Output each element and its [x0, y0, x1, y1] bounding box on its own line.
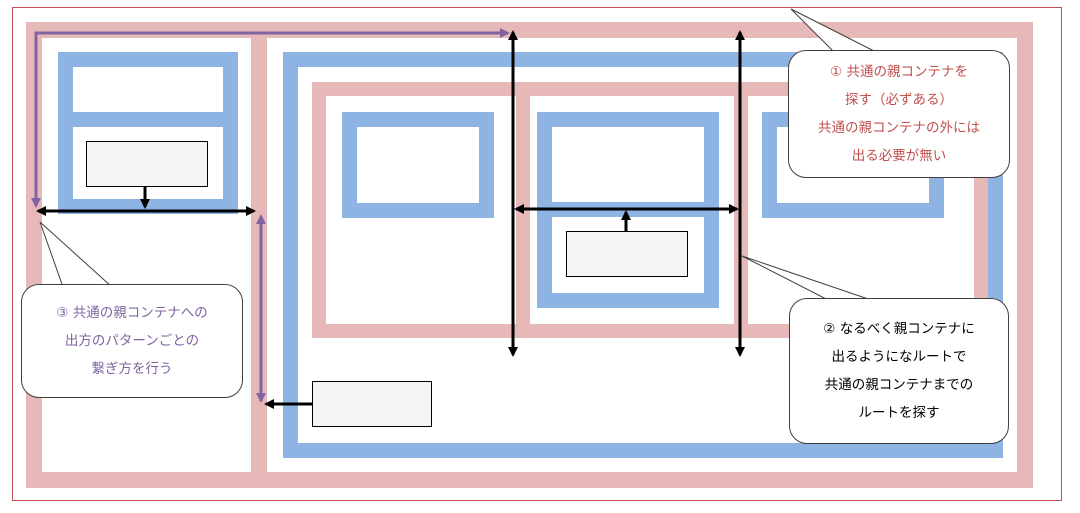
- callout-2-number: ②: [823, 321, 836, 337]
- callout-3-line-1: ③ 共通の親コンテナへの: [56, 305, 208, 321]
- callout-2-line-1: ② なるべく親コンテナに: [823, 321, 975, 337]
- callout-1: ① 共通の親コンテナを 探す（必ずある） 共通の親コンテナの外には 出る必要が無…: [788, 50, 1010, 178]
- callout-2-line-3: 共通の親コンテナまでの: [824, 377, 974, 393]
- callout-2-line-2: 出るようになルートで: [831, 349, 967, 365]
- callout-3: ③ 共通の親コンテナへの 出方のパターンごとの 繋ぎ方を行う: [21, 284, 243, 398]
- callout-1-line-4: 出る必要が無い: [851, 148, 947, 164]
- callout-3-tail: [39, 221, 114, 288]
- callout-2-tail: [741, 255, 878, 303]
- callout-1-line-2: 探す（必ずある）: [845, 92, 953, 108]
- purple-route-arrow-top: [31, 28, 510, 208]
- bottom-gray-box: [312, 381, 432, 427]
- callout-1-line-1: ① 共通の親コンテナを: [830, 64, 968, 80]
- callout-1-number: ①: [830, 64, 843, 80]
- callout-3-line-3: 繋ぎ方を行う: [91, 361, 173, 377]
- callout-3-line-2: 出方のパターンごとの: [64, 333, 200, 349]
- callout-2: ② なるべく親コンテナに 出るようになルートで 共通の親コンテナまでの ルートを…: [789, 298, 1009, 444]
- callout-2-line-4: ルートを探す: [858, 405, 940, 421]
- middle-gray-box: [566, 231, 688, 277]
- callout-1-line-3: 共通の親コンテナの外には: [818, 120, 980, 136]
- callout-3-number: ③: [56, 305, 69, 321]
- callout-1-tail: [790, 8, 881, 55]
